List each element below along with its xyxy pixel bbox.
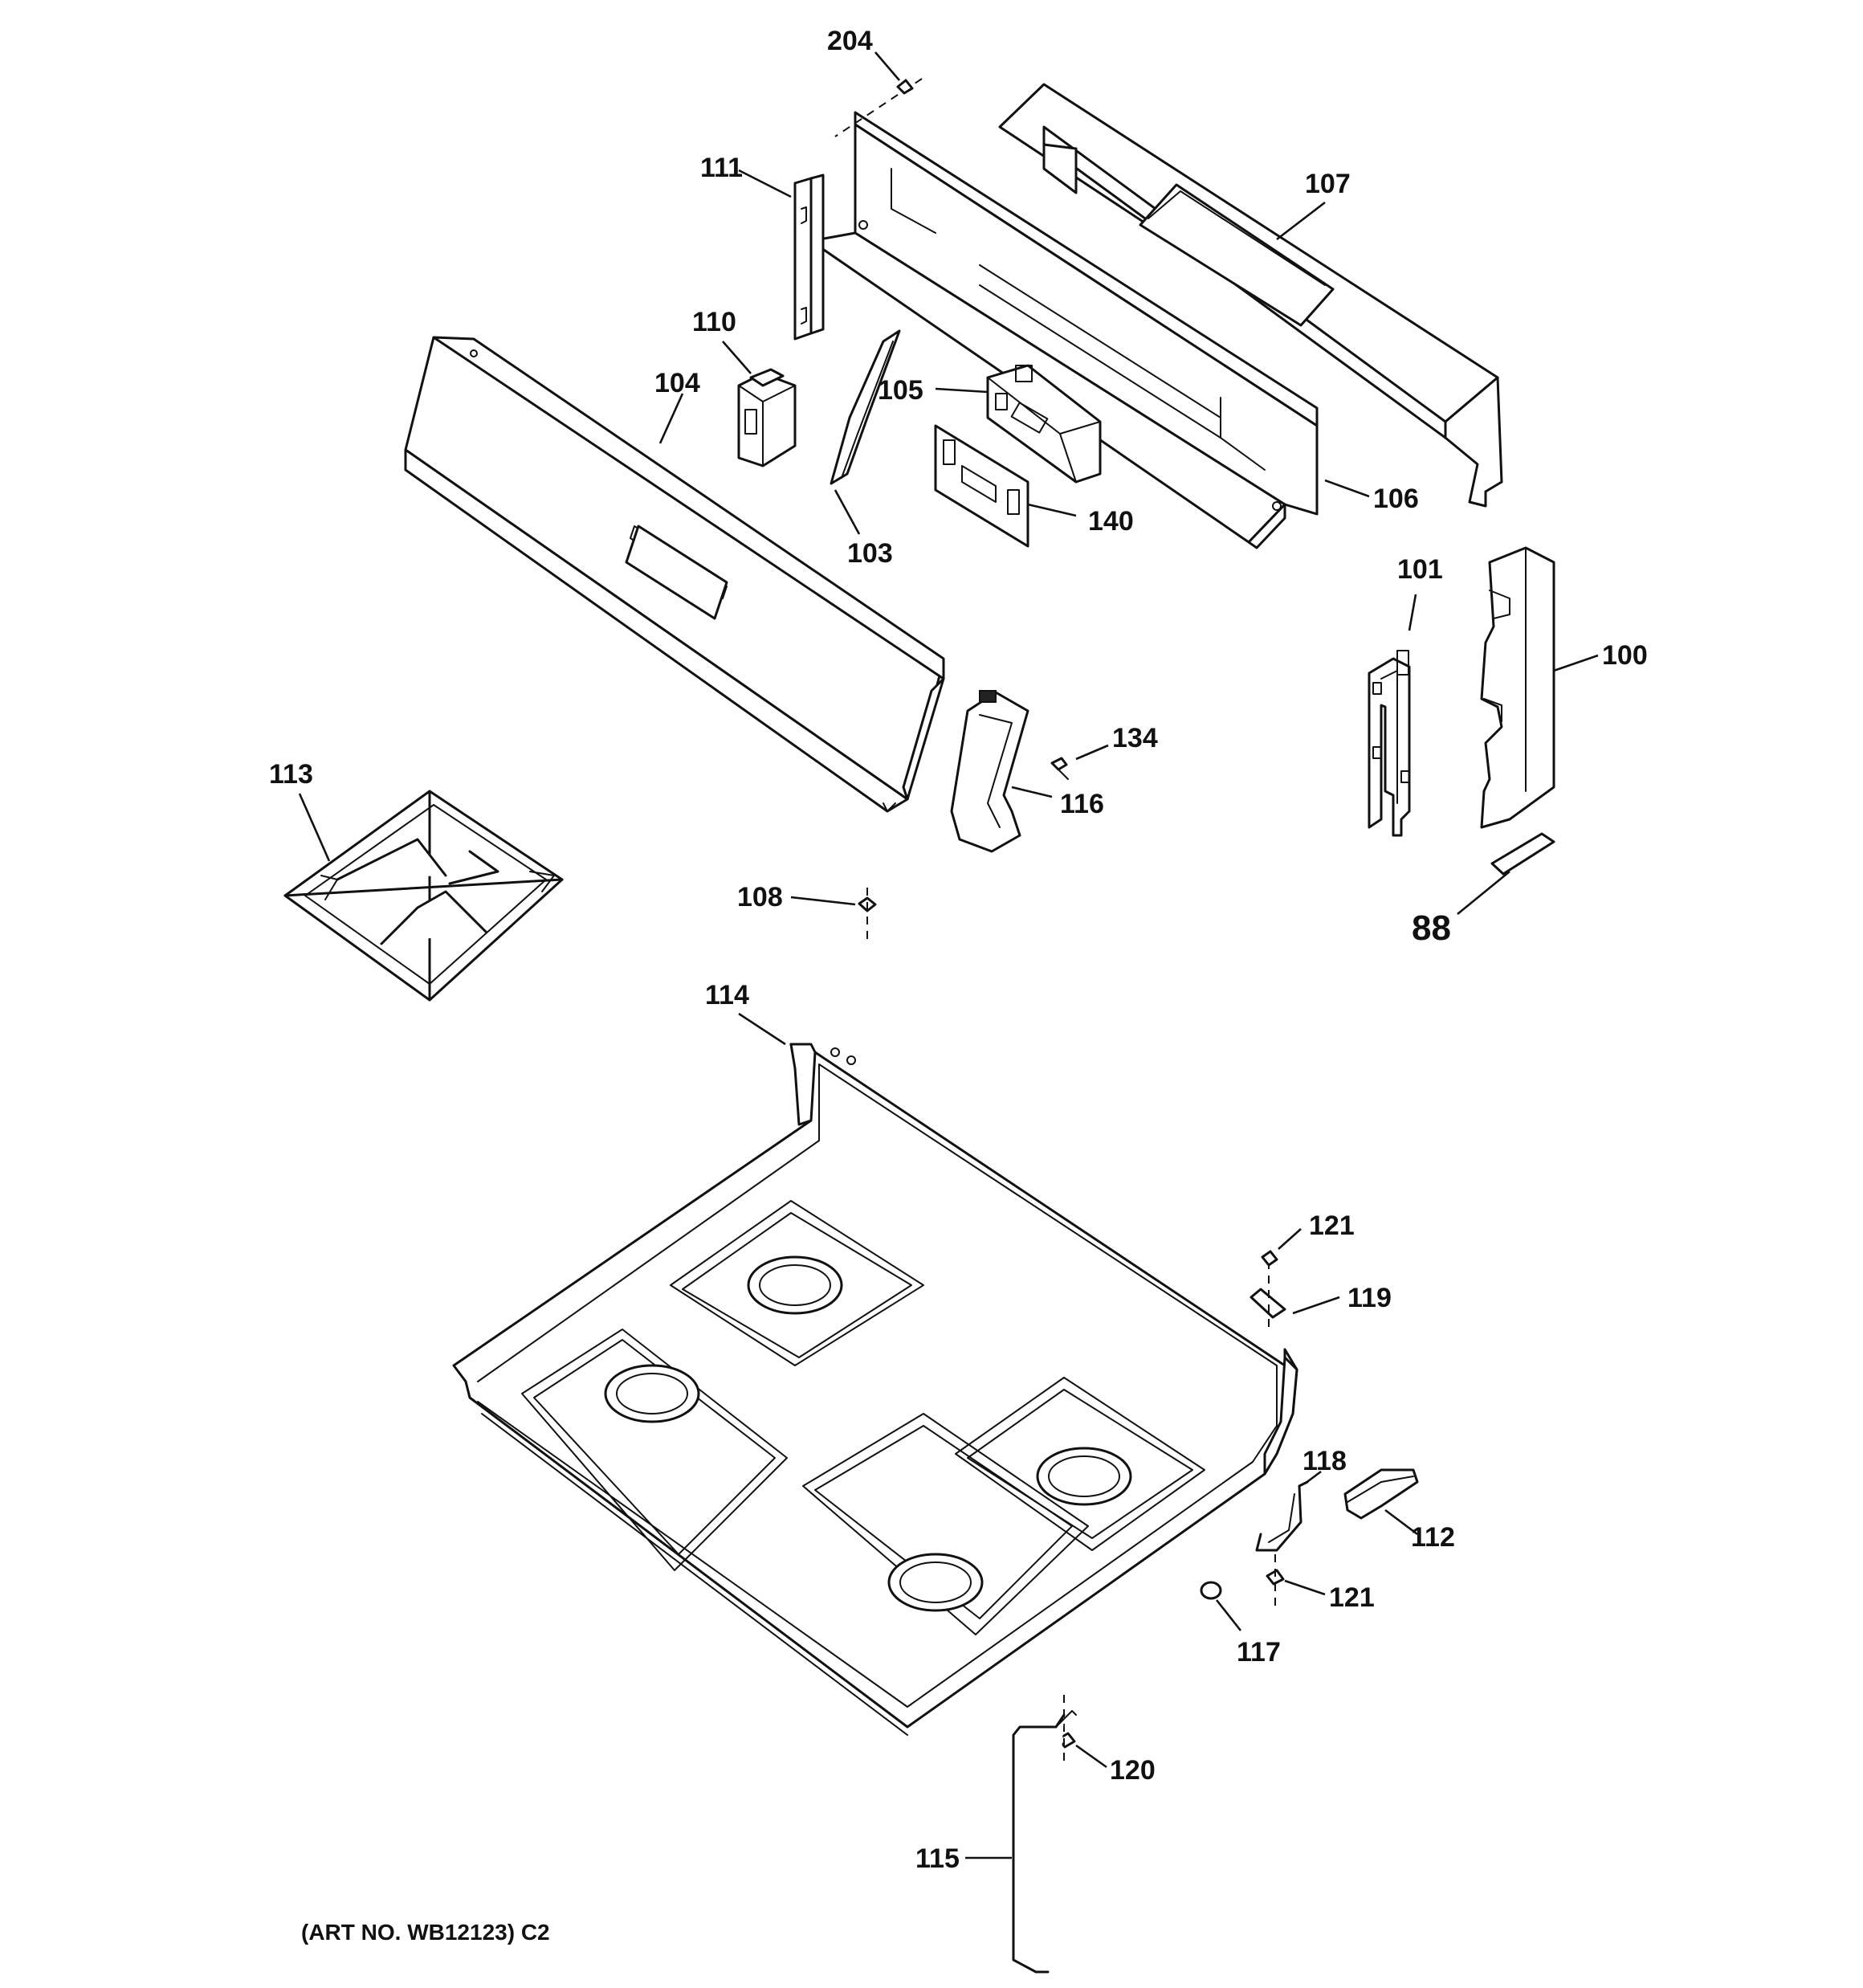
label-116: 116 <box>1060 789 1104 819</box>
leader-lines <box>298 51 1599 1859</box>
label-140: 140 <box>1088 506 1134 537</box>
part-100-side-trim <box>1480 546 1555 829</box>
part-104-control-panel <box>404 336 945 813</box>
label-111: 111 <box>700 153 743 183</box>
part-140-overlay <box>934 424 1029 548</box>
part-labels: 204 111 107 110 104 105 106 140 103 101 … <box>269 26 1648 1945</box>
part-110-block <box>737 368 797 467</box>
label-88: 88 <box>1412 908 1451 948</box>
label-106: 106 <box>1373 484 1419 514</box>
part-113-grate <box>283 790 564 1002</box>
label-134: 134 <box>1112 723 1158 753</box>
label-204: 204 <box>827 26 873 56</box>
part-111-bracket <box>793 173 825 341</box>
part-107-rear-panel <box>998 83 1503 508</box>
label-114: 114 <box>705 980 749 1010</box>
label-121-upper: 121 <box>1309 1210 1355 1241</box>
part-105-control-board <box>986 364 1102 484</box>
label-120: 120 <box>1110 1755 1156 1786</box>
part-134-screw <box>1050 757 1069 780</box>
part-112-clip <box>1343 1468 1419 1520</box>
label-108: 108 <box>737 882 783 912</box>
label-110: 110 <box>692 307 736 337</box>
label-118: 118 <box>1302 1446 1347 1476</box>
label-101: 101 <box>1397 554 1443 585</box>
part-88-pad <box>1490 832 1555 876</box>
part-121-upper-screw <box>1261 1250 1278 1267</box>
label-117: 117 <box>1237 1637 1281 1668</box>
part-115-rod <box>1012 1710 1077 1974</box>
part-121-lower-screw <box>1266 1554 1285 1606</box>
label-112: 112 <box>1411 1522 1455 1553</box>
label-121-lower: 121 <box>1329 1582 1375 1613</box>
label-100: 100 <box>1602 640 1648 671</box>
part-118-clip <box>1255 1480 1309 1552</box>
part-103-strap <box>830 329 901 485</box>
label-115: 115 <box>915 1843 960 1874</box>
part-101-bracket <box>1368 650 1411 837</box>
part-116-end-cap <box>950 690 1029 853</box>
label-105: 105 <box>878 375 923 406</box>
label-104: 104 <box>654 368 700 398</box>
label-119: 119 <box>1347 1283 1392 1313</box>
part-117-nut <box>1200 1581 1222 1600</box>
label-103: 103 <box>847 538 893 569</box>
art-number: (ART NO. WB12123) C2 <box>301 1920 550 1945</box>
part-119-clip <box>1249 1261 1286 1333</box>
part-114-cooktop <box>452 1043 1298 1736</box>
label-107: 107 <box>1305 169 1351 199</box>
label-113: 113 <box>269 759 313 790</box>
part-108-screw <box>858 888 877 944</box>
